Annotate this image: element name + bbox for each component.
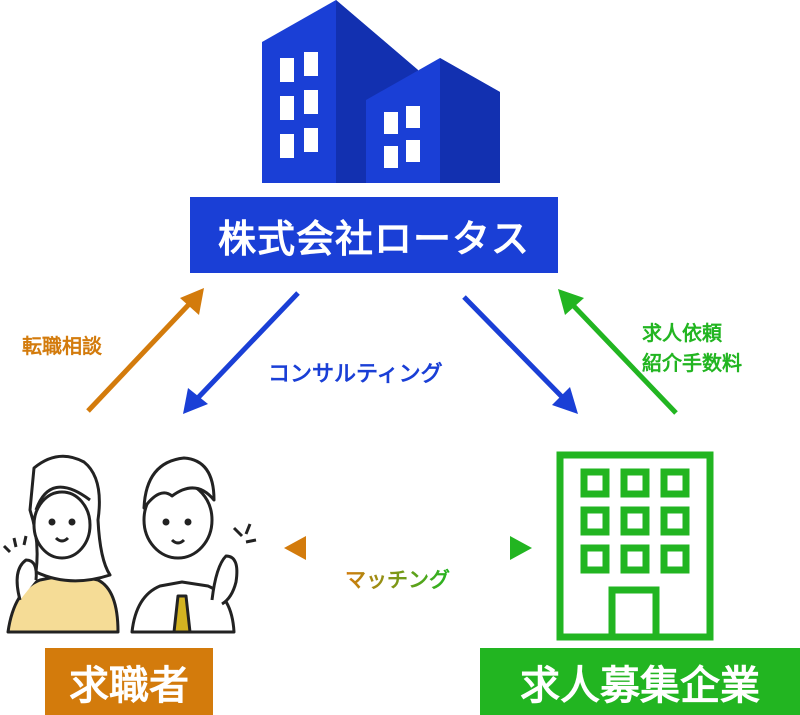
office-building-icon — [556, 451, 714, 641]
consulting-arrow-right — [462, 295, 578, 414]
consulting-label: コンサルティング — [268, 362, 443, 387]
job-order-arrow — [558, 289, 678, 415]
job-order-labels: 求人依頼 紹介手数料 — [642, 318, 742, 378]
office-buildings-icon — [262, 0, 500, 183]
career-consultation-arrow — [86, 288, 204, 413]
consulting-arrow-left — [183, 291, 300, 414]
job-seeker-label: 求職者 — [45, 648, 213, 715]
employer-label: 求人募集企業 — [480, 648, 800, 715]
matching-label: マッチング — [345, 568, 450, 592]
company-name-label: 株式会社ロータス — [190, 197, 558, 273]
matching-arrow — [284, 536, 532, 560]
referral-fee-label: 紹介手数料 — [642, 351, 742, 375]
career-consultation-label: 転職相談 — [22, 334, 102, 358]
job-order-label: 求人依頼 — [642, 321, 722, 345]
people-cheering-icon — [2, 454, 257, 634]
matching-label-wrap: マッチング — [345, 564, 450, 594]
